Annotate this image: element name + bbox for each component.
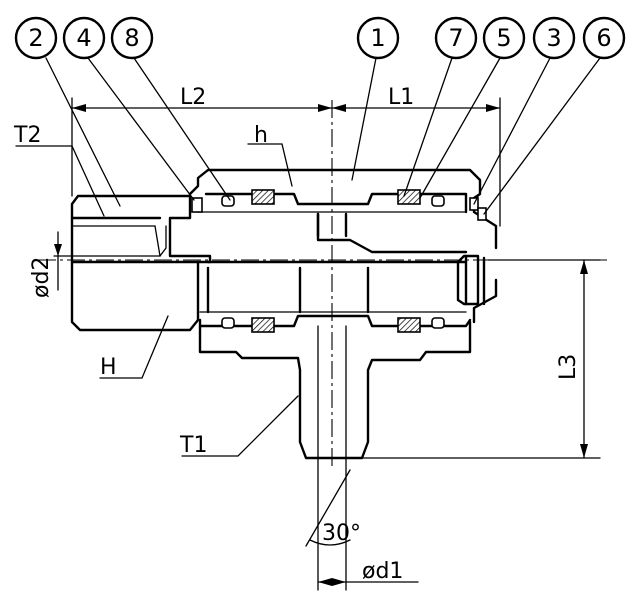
o-ring-lower-right xyxy=(397,317,421,333)
balloon-4: 4 xyxy=(62,16,106,60)
dim-label-L1: L1 xyxy=(388,85,414,110)
leader-lines xyxy=(15,57,601,457)
dim-label-h: h xyxy=(254,123,268,148)
o-ring-lower-left xyxy=(251,317,275,333)
balloon-2: 2 xyxy=(14,16,58,60)
retaining-ring-left xyxy=(191,197,203,213)
balloon-4-label: 4 xyxy=(76,24,91,52)
balloon-3-label: 3 xyxy=(546,24,561,52)
dim-label-T2: T2 xyxy=(13,123,41,148)
seals xyxy=(191,189,487,333)
dim-label-H: H xyxy=(100,355,117,380)
o-ring-upper-left xyxy=(251,189,275,205)
balloon-group: 2 4 8 1 7 5 3 6 xyxy=(14,16,626,60)
backup-ring-upper-right xyxy=(431,195,445,207)
balloon-5: 5 xyxy=(482,16,526,60)
angle-label-30: 30° xyxy=(322,521,361,546)
balloon-6: 6 xyxy=(582,16,626,60)
balloon-8-label: 8 xyxy=(124,24,139,52)
balloon-5-label: 5 xyxy=(496,24,511,52)
balloon-6-label: 6 xyxy=(596,24,611,52)
backup-ring-lower-left xyxy=(221,317,235,329)
hex-nut xyxy=(70,194,212,332)
snap-ring-right xyxy=(477,207,487,221)
dim-label-L3: L3 xyxy=(556,354,581,380)
balloon-1: 1 xyxy=(356,16,400,60)
balloon-2-label: 2 xyxy=(28,24,43,52)
balloon-3: 3 xyxy=(532,16,576,60)
o-ring-upper-right xyxy=(397,189,421,205)
dim-label-T1: T1 xyxy=(179,433,207,458)
main-body xyxy=(188,168,498,460)
backup-ring-lower-right xyxy=(431,317,445,329)
balloon-7: 7 xyxy=(434,16,478,60)
dimension-lines xyxy=(53,97,601,591)
balloon-8: 8 xyxy=(110,16,154,60)
dim-label-d2: ød2 xyxy=(29,257,54,298)
balloon-7-label: 7 xyxy=(448,24,463,52)
balloon-1-label: 1 xyxy=(370,24,385,52)
dim-label-d1: ød1 xyxy=(362,559,403,584)
dim-label-L2: L2 xyxy=(180,85,206,110)
